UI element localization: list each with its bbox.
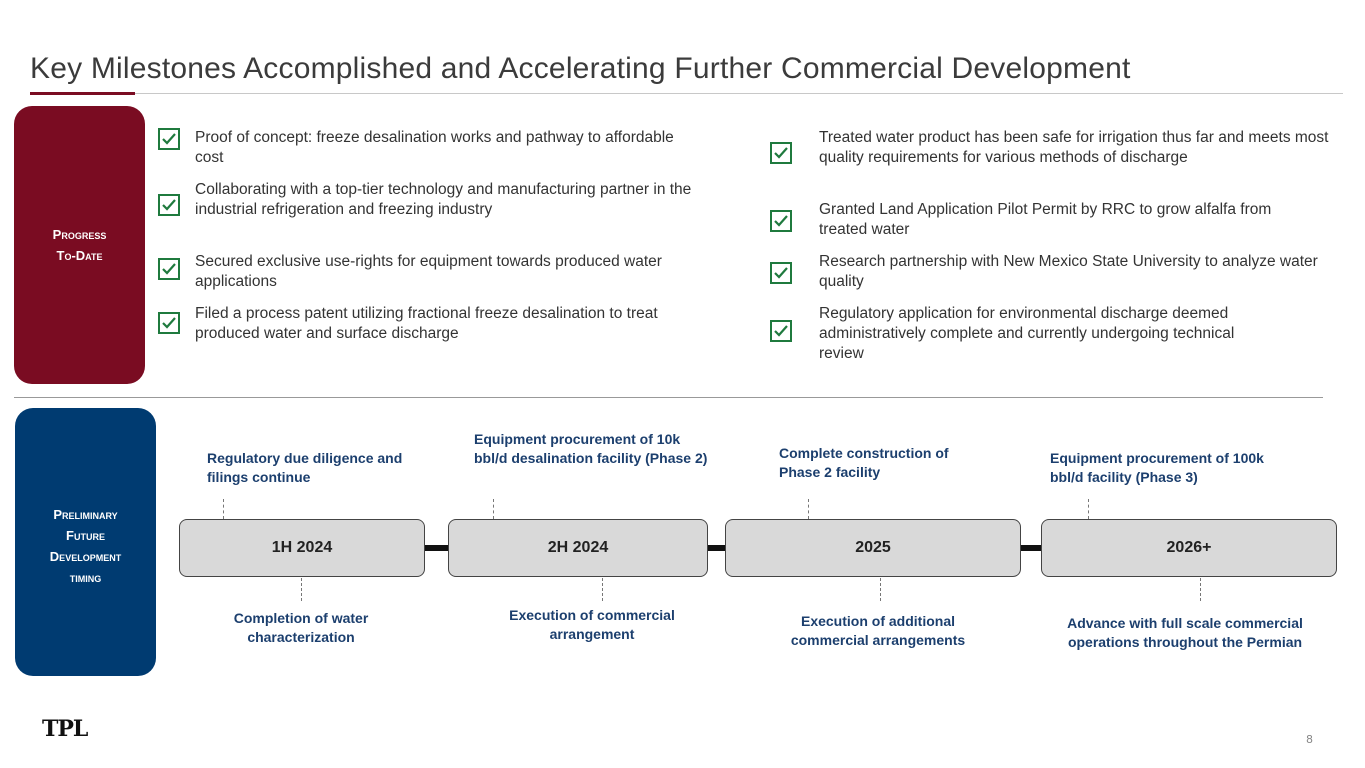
progress-item: Proof of concept: freeze desalination wo… [158, 128, 698, 168]
milestone-below-label: Advance with full scale commercial opera… [1067, 615, 1303, 650]
progress-item-text: Research partnership with New Mexico Sta… [819, 253, 1318, 290]
progress-item: Collaborating with a top-tier technology… [158, 180, 698, 220]
milestone-below-label: Execution of additional commercial arran… [790, 613, 966, 648]
timeline-period-2026-plus: 2026+ [1041, 519, 1337, 577]
leader-line [1088, 499, 1089, 519]
progress-item-text: Filed a process patent utilizing fractio… [195, 305, 658, 342]
checkbox-checked-icon [158, 258, 180, 280]
future-label-line: Future [66, 528, 105, 543]
progress-item-text: Regulatory application for environmental… [819, 305, 1235, 362]
future-label-line: Preliminary [53, 507, 118, 522]
progress-item-text: Treated water product has been safe for … [819, 129, 1329, 166]
page-number: 8 [1306, 733, 1313, 746]
timeline-connector [708, 545, 725, 551]
checkbox-checked-icon [770, 262, 792, 284]
timeline-connector [425, 545, 448, 551]
milestone-above-label: Regulatory due diligence and filings con… [207, 450, 403, 485]
title-rule-accent [30, 92, 135, 95]
tpl-logo: TPL [42, 716, 88, 742]
checkbox-checked-icon [770, 210, 792, 232]
progress-item-text: Collaborating with a top-tier technology… [195, 181, 692, 218]
checkbox-checked-icon [770, 320, 792, 342]
leader-line [1200, 578, 1201, 601]
milestone-below-label: Execution of commercial arrangement [509, 607, 675, 642]
leader-line [223, 499, 224, 519]
timeline-period-1h-2024: 1H 2024 [179, 519, 425, 577]
future-label-line: Development [49, 549, 122, 564]
timeline-period-2025: 2025 [725, 519, 1021, 577]
leader-line [301, 578, 302, 601]
section-divider [14, 397, 1323, 398]
checkbox-checked-icon [158, 128, 180, 150]
page-title: Key Milestones Accomplished and Accelera… [30, 52, 1131, 85]
milestone-above-label: Equipment procurement of 10k bbl/d desal… [474, 431, 708, 466]
progress-item: Research partnership with New Mexico Sta… [770, 252, 1330, 292]
leader-line [880, 578, 881, 601]
progress-item: Secured exclusive use-rights for equipme… [158, 252, 698, 292]
progress-item-text: Granted Land Application Pilot Permit by… [819, 201, 1272, 238]
future-section-label: Preliminary Future Development timing [15, 408, 156, 676]
leader-line [602, 578, 603, 601]
leader-line [493, 499, 494, 519]
timeline-connector [1021, 545, 1041, 551]
checkbox-checked-icon [158, 312, 180, 334]
progress-item-text: Proof of concept: freeze desalination wo… [195, 129, 674, 166]
timeline-period-2h-2024: 2H 2024 [448, 519, 708, 577]
title-rule [30, 93, 1343, 94]
milestone-above-label: Equipment procurement of 100k bbl/d faci… [1050, 450, 1264, 485]
progress-item: Treated water product has been safe for … [770, 128, 1330, 168]
checkbox-checked-icon [770, 142, 792, 164]
checkbox-checked-icon [158, 194, 180, 216]
progress-item: Regulatory application for environmental… [770, 304, 1330, 364]
progress-item: Filed a process patent utilizing fractio… [158, 304, 718, 344]
progress-label-line: Progress [52, 227, 107, 242]
progress-item-text: Secured exclusive use-rights for equipme… [195, 253, 662, 290]
progress-item: Granted Land Application Pilot Permit by… [770, 200, 1330, 240]
milestone-below-label: Completion of water characterization [233, 610, 369, 645]
future-label-line: timing [69, 570, 102, 585]
leader-line [808, 499, 809, 519]
milestone-above-label: Complete construction of Phase 2 facilit… [779, 445, 949, 480]
progress-label-line: To-Date [56, 248, 103, 263]
